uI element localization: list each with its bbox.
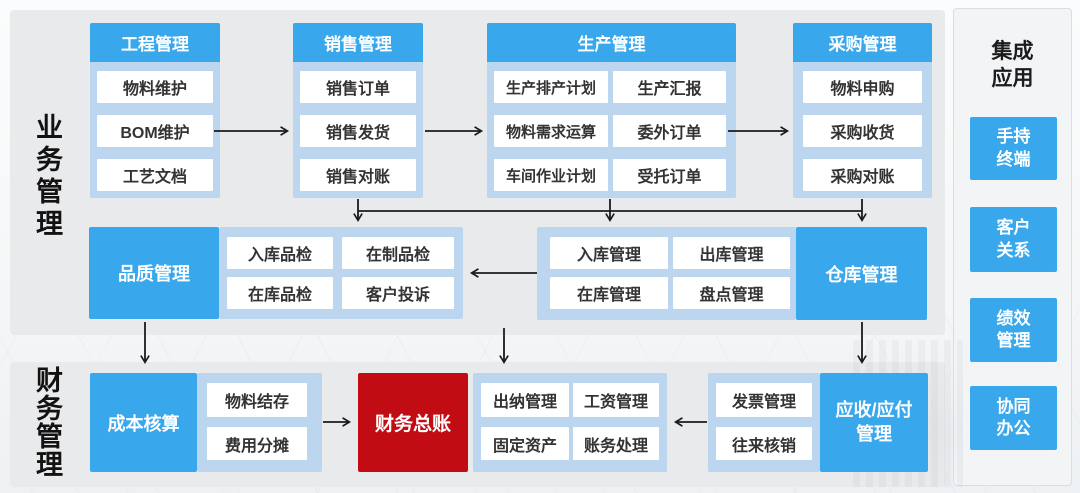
- production-item-2: 生产汇报: [613, 71, 726, 103]
- production-item-5: 车间作业计划: [494, 159, 608, 191]
- engineering-item-3: 工艺文档: [97, 159, 213, 191]
- engineering-item-1: 物料维护: [97, 71, 213, 103]
- quality-management-box: 品质管理: [89, 227, 219, 319]
- cashier-cell-1: 出纳管理: [481, 383, 569, 417]
- performance-management-box: 绩效 管理: [970, 298, 1057, 362]
- sales-column: 销售管理 销售订单 销售发货 销售对账: [293, 23, 423, 198]
- invoice-cell-1: 发票管理: [716, 383, 812, 417]
- procurement-item-2: 采购收货: [803, 115, 922, 147]
- production-item-4: 委外订单: [613, 115, 726, 147]
- procurement-item-3: 采购对账: [803, 159, 922, 191]
- sales-column-header: 销售管理: [293, 23, 423, 62]
- collaborative-office-box: 协同 办公: [970, 386, 1057, 450]
- finance-management-label: 财务管理: [32, 366, 62, 478]
- cost-cell-1: 物料结存: [207, 383, 307, 417]
- customer-relationship-box: 客户 关系: [970, 207, 1057, 272]
- cost-cell-2: 费用分摊: [207, 427, 307, 460]
- warehouse-cell-2: 出库管理: [673, 237, 790, 269]
- sales-item-2: 销售发货: [300, 115, 416, 147]
- production-item-3: 物料需求运算: [494, 115, 608, 147]
- cashier-cell-4: 账务处理: [573, 427, 659, 460]
- quality-cell-3: 在库品检: [227, 277, 333, 309]
- integration-panel-content: 集成 应用 手持 终端 客户 关系 绩效 管理 协同 办公: [953, 8, 1072, 486]
- production-column: 生产管理 生产排产计划 物料需求运算 车间作业计划 生产汇报 委外订单 受托订单: [487, 23, 736, 198]
- procurement-column-header: 采购管理: [793, 23, 932, 62]
- sales-item-1: 销售订单: [300, 71, 416, 103]
- warehouse-management-box: 仓库管理: [796, 227, 927, 320]
- quality-cell-4: 客户投诉: [342, 277, 454, 309]
- warehouse-cell-1: 入库管理: [550, 237, 668, 269]
- production-item-6: 受托订单: [613, 159, 726, 191]
- production-item-1: 生产排产计划: [494, 71, 608, 103]
- production-column-header: 生产管理: [487, 23, 736, 62]
- warehouse-cell-3: 在库管理: [550, 277, 668, 309]
- cost-group: 物料结存 费用分摊: [197, 373, 322, 472]
- cashier-cell-2: 工资管理: [573, 383, 659, 417]
- procurement-item-1: 物料申购: [803, 71, 922, 103]
- engineering-item-2: BOM维护: [97, 115, 213, 147]
- quality-cell-2: 在制品检: [342, 237, 454, 269]
- cashier-cell-3: 固定资产: [481, 427, 569, 460]
- sales-item-3: 销售对账: [300, 159, 416, 191]
- warehouse-cell-4: 盘点管理: [673, 277, 790, 309]
- quality-group: 入库品检 在制品检 在库品检 客户投诉: [219, 227, 463, 319]
- business-management-label: 业务管理: [32, 113, 62, 241]
- handheld-terminal-box: 手持 终端: [970, 117, 1057, 180]
- invoice-group: 发票管理 往来核销: [708, 373, 820, 472]
- ar-ap-management-box: 应收/应付 管理: [820, 373, 928, 472]
- integration-title: 集成 应用: [991, 40, 1034, 91]
- invoice-cell-2: 往来核销: [716, 427, 812, 460]
- warehouse-group: 入库管理 出库管理 在库管理 盘点管理: [537, 227, 796, 320]
- quality-cell-1: 入库品检: [227, 237, 333, 269]
- cashier-group: 出纳管理 工资管理 固定资产 账务处理: [473, 373, 667, 472]
- procurement-column: 采购管理 物料申购 采购收货 采购对账: [793, 23, 932, 198]
- general-ledger-box: 财务总账: [358, 373, 468, 472]
- engineering-column: 工程管理 物料维护 BOM维护 工艺文档: [90, 23, 220, 198]
- cost-accounting-box: 成本核算: [90, 373, 197, 472]
- engineering-column-header: 工程管理: [90, 23, 220, 62]
